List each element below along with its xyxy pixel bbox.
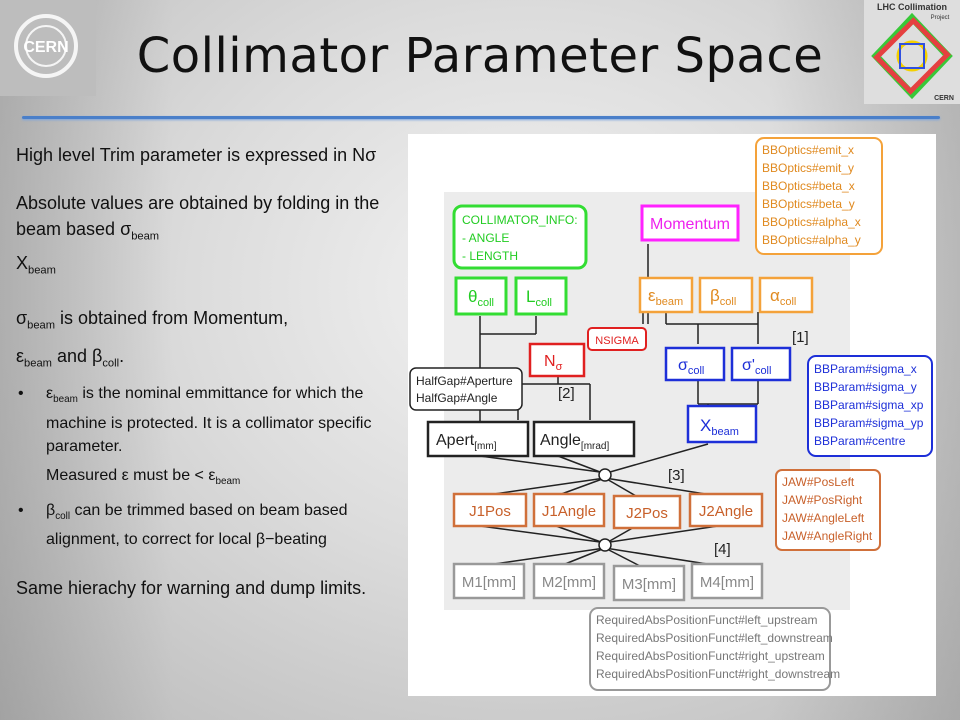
svg-text:J2Angle: J2Angle (699, 503, 753, 520)
sigma-coll-box: σcoll (664, 346, 726, 382)
theta-coll-box: θcoll (454, 276, 508, 316)
svg-text:M3[mm]: M3[mm] (622, 576, 676, 593)
svg-text:Project: Project (931, 15, 950, 21)
merge-node-3 (598, 468, 612, 482)
bbparam-item: BBParam#sigma_x (814, 362, 917, 376)
svg-text:Momentum: Momentum (650, 216, 730, 233)
required-functions-box: RequiredAbsPositionFunct#left_upstream R… (589, 607, 840, 691)
slide-title: Collimator Parameter Space (136, 28, 824, 84)
svg-text:HalfGap#Aperture: HalfGap#Aperture (416, 374, 513, 388)
paragraph-trim-parameter: High level Trim parameter is expressed i… (16, 145, 377, 165)
paragraph-eps-beta: εbeam and βcoll. (16, 345, 125, 370)
svg-text:σ'coll: σ'coll (742, 357, 771, 377)
paragraph-absolute-values: Absolute values are obtained by folding … (16, 193, 380, 277)
paragraph-sigma-beam: σbeam is obtained from Momentum, (16, 308, 289, 332)
nsigma-tag: NSIGMA (587, 327, 647, 351)
motor-box-m1: M1[mm] (452, 562, 526, 600)
label-2: [2] (558, 385, 575, 402)
bboptics-item: BBOptics#beta_x (762, 179, 855, 193)
bboptics-item: BBOptics#alpha_y (762, 233, 861, 247)
svg-text:J1Angle: J1Angle (542, 503, 596, 520)
svg-text:Angle[mrad]: Angle[mrad] (540, 432, 609, 452)
svg-text:Xbeam: Xbeam (700, 416, 739, 438)
jaw-param-item: JAW#PosLeft (782, 475, 855, 489)
svg-text:βcoll: βcoll (710, 286, 736, 308)
bbparam-item: BBParam#sigma_y (814, 380, 917, 394)
jaw-param-item: JAW#PosRight (782, 493, 863, 507)
svg-text:αcoll: αcoll (770, 286, 796, 308)
bullet-beta-coll: •βcoll can be trimmed based on beam base… (18, 501, 348, 548)
svg-text:Nσ: Nσ (544, 353, 563, 373)
momentum-box: Momentum (640, 204, 740, 242)
merge-node-4 (598, 538, 612, 552)
svg-text:Lcoll: Lcoll (526, 287, 552, 309)
svg-text:LHC Collimation: LHC Collimation (877, 2, 947, 12)
svg-text:θcoll: θcoll (468, 287, 494, 309)
svg-text:εbeam: εbeam (648, 286, 683, 308)
x-beam-box: Xbeam (686, 404, 758, 444)
bboptics-item: BBOptics#emit_x (762, 143, 854, 157)
required-func-item: RequiredAbsPositionFunct#right_downstrea… (596, 667, 840, 681)
apert-box: Apert[mm] (426, 420, 530, 458)
required-func-item: RequiredAbsPositionFunct#left_downstream (596, 631, 833, 645)
beta-coll-box: βcoll (698, 276, 754, 314)
bullet-eps-beam: •εbeam is the nominal emmittance for whi… (18, 385, 372, 487)
svg-text:σcoll: σcoll (678, 357, 704, 377)
jaw-params-box: JAW#PosLeft JAW#PosRight JAW#AngleLeft J… (775, 469, 881, 551)
title-divider (22, 116, 940, 119)
svg-text:J2Pos: J2Pos (626, 505, 668, 522)
svg-text:Apert[mm]: Apert[mm] (436, 432, 497, 452)
svg-text:J1Pos: J1Pos (469, 503, 511, 520)
diagram-panel: BBOptics#emit_x BBOptics#emit_y BBOptics… (408, 134, 936, 696)
paragraph-hierarchy: Same hierachy for warning and dump limit… (16, 577, 367, 598)
jaw-box-j1pos: J1Pos (452, 492, 528, 528)
parameter-diagram: BBOptics#emit_x BBOptics#emit_y BBOptics… (409, 137, 933, 691)
jaw-box-j1angle: J1Angle (532, 492, 606, 528)
svg-text:M2[mm]: M2[mm] (542, 574, 596, 591)
bbparam-item: BBParam#sigma_yp (814, 416, 924, 430)
label-3: [3] (668, 467, 685, 484)
halfgap-box: HalfGap#Aperture HalfGap#Angle (409, 367, 523, 411)
required-func-item: RequiredAbsPositionFunct#left_upstream (596, 613, 817, 627)
collimator-info-box: COLLIMATOR_INFO: - ANGLE - LENGTH (452, 204, 588, 270)
angle-box: Angle[mrad] (532, 420, 636, 458)
text-panel: High level Trim parameter is expressed i… (16, 142, 396, 601)
jaw-param-item: JAW#AngleRight (782, 529, 873, 543)
jaw-param-item: JAW#AngleLeft (782, 511, 865, 525)
bboptics-item: BBOptics#emit_y (762, 161, 854, 175)
svg-text:M4[mm]: M4[mm] (700, 574, 754, 591)
alpha-coll-box: αcoll (758, 276, 814, 314)
bullet-list: •εbeam is the nominal emmittance for whi… (16, 382, 396, 551)
bbparam-item: BBParam#centre (814, 434, 906, 448)
cern-logo-text: CERN (23, 39, 68, 56)
jaw-box-j2pos: J2Pos (612, 494, 682, 530)
svg-text:- LENGTH: - LENGTH (462, 249, 518, 263)
sigma-prime-coll-box: σ'coll (730, 346, 792, 382)
required-func-item: RequiredAbsPositionFunct#right_upstream (596, 649, 825, 663)
bboptics-box: BBOptics#emit_x BBOptics#emit_y BBOptics… (755, 137, 883, 255)
svg-text:M1[mm]: M1[mm] (462, 574, 516, 591)
svg-text:COLLIMATOR_INFO:: COLLIMATOR_INFO: (462, 213, 578, 227)
n-sigma-box: Nσ (528, 342, 586, 378)
svg-text:- ANGLE: - ANGLE (462, 231, 509, 245)
svg-text:NSIGMA: NSIGMA (595, 335, 639, 347)
cern-logo: CERN (0, 0, 96, 96)
label-1: [1] (792, 329, 809, 346)
motor-box-m2: M2[mm] (532, 562, 606, 600)
svg-text:HalfGap#Angle: HalfGap#Angle (416, 391, 498, 405)
l-coll-box: Lcoll (514, 276, 568, 316)
motor-box-m3: M3[mm] (612, 564, 686, 602)
motor-box-m4: M4[mm] (690, 562, 764, 600)
jaw-box-j2angle: J2Angle (688, 492, 764, 528)
bboptics-item: BBOptics#beta_y (762, 197, 855, 211)
bboptics-item: BBOptics#alpha_x (762, 215, 861, 229)
eps-beam-box: εbeam (638, 276, 694, 314)
bbparam-item: BBParam#sigma_xp (814, 398, 924, 412)
svg-text:CERN: CERN (934, 95, 954, 102)
label-4: [4] (714, 541, 731, 558)
bbparam-box: BBParam#sigma_x BBParam#sigma_y BBParam#… (807, 355, 933, 457)
lhc-collimation-logo: LHC Collimation Project CERN (864, 0, 960, 104)
